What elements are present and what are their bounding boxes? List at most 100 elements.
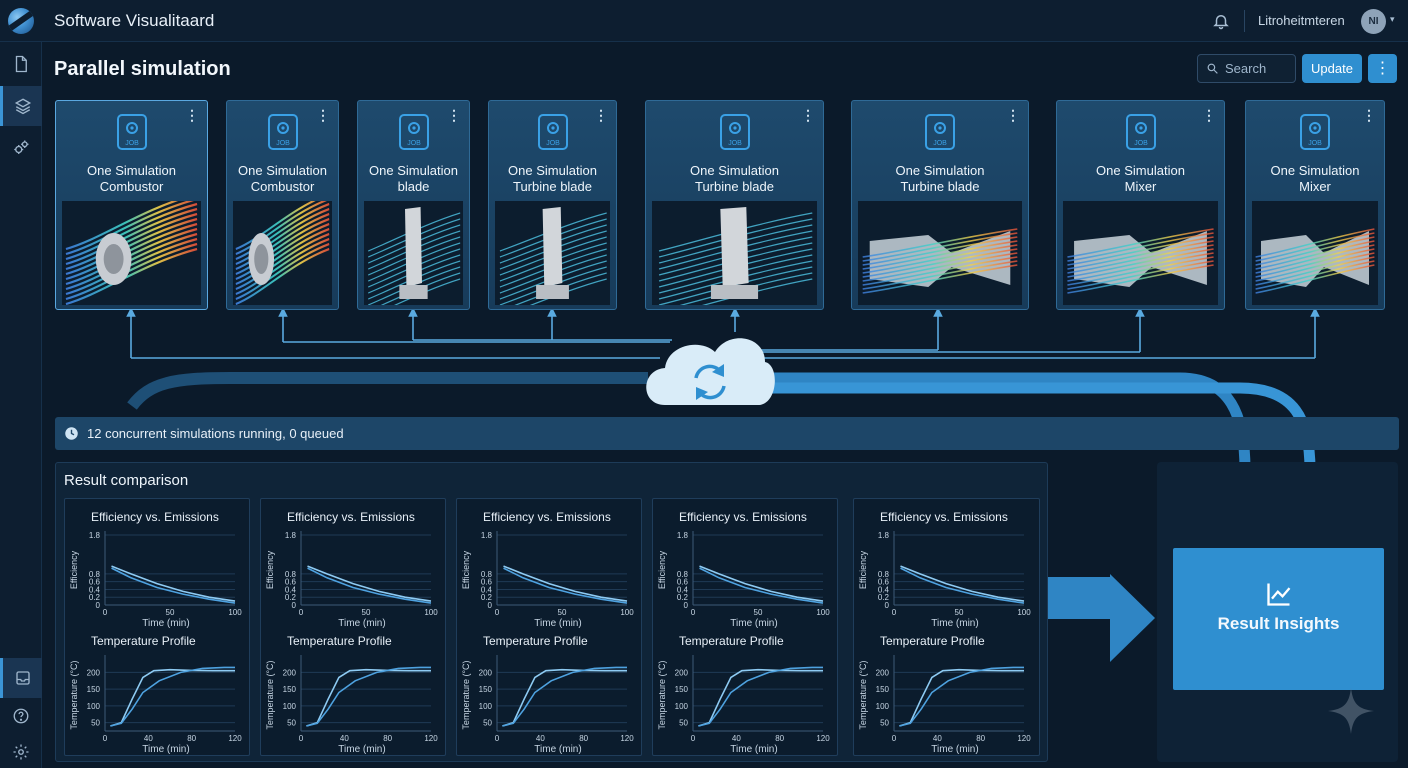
x-tick-label: 40 <box>340 734 349 743</box>
sidebar-item-help[interactable] <box>0 696 42 736</box>
job-badge-text: JOB <box>276 140 290 147</box>
job-menu-button[interactable]: ⋮ <box>447 107 461 123</box>
sidebar-item-layers[interactable] <box>0 86 42 126</box>
y-tick-label: 0.4 <box>878 585 890 594</box>
y-axis-label: Temperature (°C) <box>265 660 275 729</box>
update-button[interactable]: Update <box>1302 54 1362 83</box>
job-badge-text: JOB <box>1134 140 1148 147</box>
x-tick-label: 0 <box>892 608 897 617</box>
help-icon <box>13 708 29 724</box>
y-tick-label: 0.4 <box>89 585 101 594</box>
job-preview-image <box>62 201 201 305</box>
x-tick-label: 40 <box>732 734 741 743</box>
job-file-icon: JOB <box>719 114 750 150</box>
app-logo-icon[interactable] <box>8 8 34 34</box>
sidebar-item-settings[interactable] <box>0 732 42 768</box>
user-name[interactable]: Litroheitmteren <box>1258 13 1345 28</box>
y-tick-label: 200 <box>87 668 101 677</box>
x-tick-label: 50 <box>362 608 371 617</box>
job-badge-text: JOB <box>125 140 139 147</box>
series-line-2 <box>698 666 823 727</box>
job-menu-button[interactable]: ⋮ <box>1362 107 1376 123</box>
sidebar-item-documents[interactable] <box>0 44 42 84</box>
job-label-line1: One Simulation <box>508 163 597 178</box>
more-options-button[interactable]: ⋮ <box>1368 54 1397 83</box>
job-menu-button[interactable]: ⋮ <box>1006 107 1020 123</box>
y-tick-label: 1.8 <box>481 531 493 540</box>
chevron-down-icon[interactable]: ▾ <box>1390 14 1395 24</box>
job-file-icon: JOB <box>398 114 429 150</box>
y-tick-label: 100 <box>87 702 101 711</box>
job-menu-button[interactable]: ⋮ <box>801 107 815 123</box>
sidebar-item-simulation[interactable] <box>0 128 42 168</box>
x-tick-label: 120 <box>424 734 438 743</box>
job-label-line1: One Simulation <box>87 163 176 178</box>
series-line-2 <box>502 666 627 727</box>
result-chart-svg: Efficiency vs. Emissions00.20.40.60.81.8… <box>858 510 1031 755</box>
x-axis-label: Time (min) <box>142 744 189 755</box>
job-label-line1: One Simulation <box>1096 163 1185 178</box>
job-badge-text: JOB <box>728 140 742 147</box>
series-line-1 <box>900 565 1025 602</box>
x-axis-label: Time (min) <box>730 744 777 755</box>
y-tick-label: 50 <box>880 719 889 728</box>
chart-title: Efficiency vs. Emissions <box>91 510 219 524</box>
sidebar-item-inbox[interactable] <box>0 658 42 698</box>
job-label-line2: Combustor <box>250 179 315 194</box>
x-tick-label: 50 <box>754 608 763 617</box>
y-axis-label: Temperature (°C) <box>461 660 471 729</box>
y-axis-label: Efficiency <box>69 550 79 589</box>
job-menu-button[interactable]: ⋮ <box>316 107 330 123</box>
y-tick-label: 1.8 <box>878 531 890 540</box>
y-tick-label: 0.2 <box>89 593 101 602</box>
x-tick-label: 120 <box>816 734 830 743</box>
y-tick-label: 0.8 <box>285 570 297 579</box>
job-file-icon: JOB <box>537 114 568 150</box>
x-tick-label: 0 <box>691 734 696 743</box>
y-tick-label: 200 <box>479 668 493 677</box>
y-tick-label: 150 <box>876 685 890 694</box>
x-tick-label: 0 <box>299 734 304 743</box>
x-tick-label: 0 <box>495 608 500 617</box>
x-tick-label: 50 <box>166 608 175 617</box>
job-label-line2: Turbine blade <box>694 179 774 194</box>
search-box[interactable] <box>1197 54 1296 83</box>
y-axis-label: Efficiency <box>461 550 471 589</box>
x-tick-label: 40 <box>144 734 153 743</box>
y-tick-label: 200 <box>675 668 689 677</box>
x-axis-label: Time (min) <box>931 618 978 629</box>
result-insights-button[interactable]: Result Insights <box>1173 548 1384 690</box>
y-tick-label: 0.8 <box>878 570 890 579</box>
notification-bell-icon[interactable] <box>1212 12 1230 30</box>
x-tick-label: 100 <box>228 608 242 617</box>
x-axis-label: Time (min) <box>338 744 385 755</box>
top-bar: Software Visualitaard Litroheitmteren NI… <box>0 0 1408 42</box>
job-label-line2: Combustor <box>99 179 164 194</box>
user-avatar[interactable]: NI <box>1361 9 1386 34</box>
y-tick-label: 0.4 <box>677 585 689 594</box>
clock-icon <box>65 427 78 440</box>
result-comparison-title: Result comparison <box>64 472 189 489</box>
x-tick-label: 0 <box>495 734 500 743</box>
job-menu-button[interactable]: ⋮ <box>185 107 199 123</box>
x-axis-label: Time (min) <box>931 744 978 755</box>
x-axis-label: Time (min) <box>338 618 385 629</box>
search-input[interactable] <box>1225 61 1287 76</box>
series-line-2 <box>306 666 431 727</box>
job-menu-button[interactable]: ⋮ <box>1202 107 1216 123</box>
job-menu-button[interactable]: ⋮ <box>594 107 608 123</box>
y-tick-label: 50 <box>287 719 296 728</box>
chart-title: Temperature Profile <box>287 634 392 648</box>
topbar-divider <box>1244 10 1245 32</box>
